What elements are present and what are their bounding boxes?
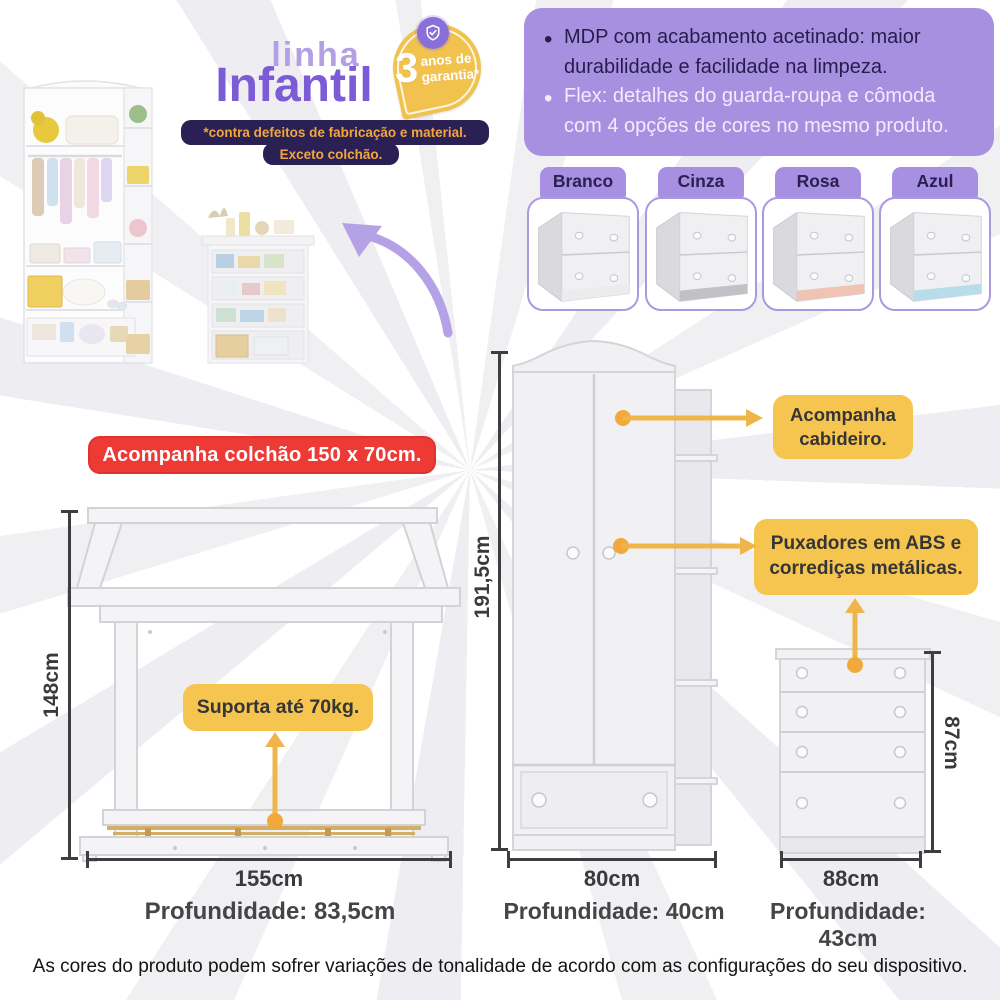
- warranty-line1: anos de: [420, 50, 473, 70]
- series-name: Infantil: [215, 59, 373, 112]
- dresser-thumbnail: [890, 211, 982, 303]
- shield-check-icon: [417, 17, 449, 49]
- bed-width-label: 155cm: [234, 866, 304, 891]
- curved-arrow-icon: [342, 223, 453, 338]
- product-photo: [23, 80, 315, 364]
- dresser-thumbnail: [656, 211, 748, 303]
- dresser-diagram: [775, 648, 931, 854]
- handles-callout: Puxadores em ABS e corrediças metálicas.: [754, 519, 978, 595]
- dresser-width-dimension-line: [780, 851, 922, 868]
- color-strip: [679, 283, 748, 302]
- arrow-up-icon: [265, 732, 285, 829]
- warranty-line2: garantia*: [421, 65, 481, 85]
- bed-diagram: [67, 507, 461, 862]
- hanger-callout: Acompanha cabideiro.: [773, 395, 913, 459]
- color-option-card-azul: [879, 197, 991, 311]
- series-label: linha: [271, 36, 361, 74]
- wardrobe-height-dimension-line: [491, 351, 508, 851]
- arrow-right-icon: [615, 409, 763, 427]
- color-strip: [561, 283, 630, 302]
- warranty-years: 3: [394, 44, 419, 91]
- color-option-card-rosa: [762, 197, 874, 311]
- dresser-height-dimension-line: [924, 651, 941, 853]
- wardrobe-depth-label: Profundidade: 40cm: [503, 898, 725, 924]
- feature-bullet-2: Flex: detalhes do guarda-roupa e cômoda …: [540, 81, 976, 141]
- color-strip: [913, 283, 982, 302]
- dresser-thumbnail: [773, 211, 865, 303]
- dresser-depth-label: Profundidade: 43cm: [770, 898, 926, 951]
- wardrobe-height-label: 191,5cm: [471, 535, 494, 619]
- wardrobe-width-dimension-line: [507, 851, 717, 868]
- bed-width-dimension-line: [86, 851, 452, 868]
- color-option-card-cinza: [645, 197, 757, 311]
- arrow-right-icon: [613, 537, 757, 555]
- bed-height-dimension-line: [61, 510, 78, 860]
- features-box: MDP com acabamento acetinado: maior dura…: [524, 8, 994, 156]
- color-option-card-branco: [527, 197, 639, 311]
- dresser-thumbnail: [538, 211, 630, 303]
- dresser-width-label: 88cm: [822, 866, 880, 891]
- warranty-note-line1: *contra defeitos de fabricação e materia…: [181, 120, 489, 145]
- wardrobe-diagram: [512, 339, 718, 851]
- wardrobe-width-label: 80cm: [583, 866, 641, 891]
- mattress-banner: Acompanha colchão 150 x 70cm.: [88, 436, 436, 474]
- support-callout: Suporta até 70kg.: [183, 684, 373, 731]
- footer-note: As cores do produto podem sofrer variaçõ…: [32, 956, 968, 977]
- dresser-height-label: 87cm: [940, 716, 963, 770]
- color-strip: [796, 283, 865, 302]
- bed-height-label: 148cm: [40, 652, 63, 718]
- warranty-note-line2: Exceto colchão.: [263, 143, 399, 165]
- feature-bullet-1: MDP com acabamento acetinado: maior dura…: [540, 22, 976, 82]
- bed-depth-label: Profundidade: 83,5cm: [144, 898, 396, 925]
- arrow-up-icon: [845, 598, 865, 673]
